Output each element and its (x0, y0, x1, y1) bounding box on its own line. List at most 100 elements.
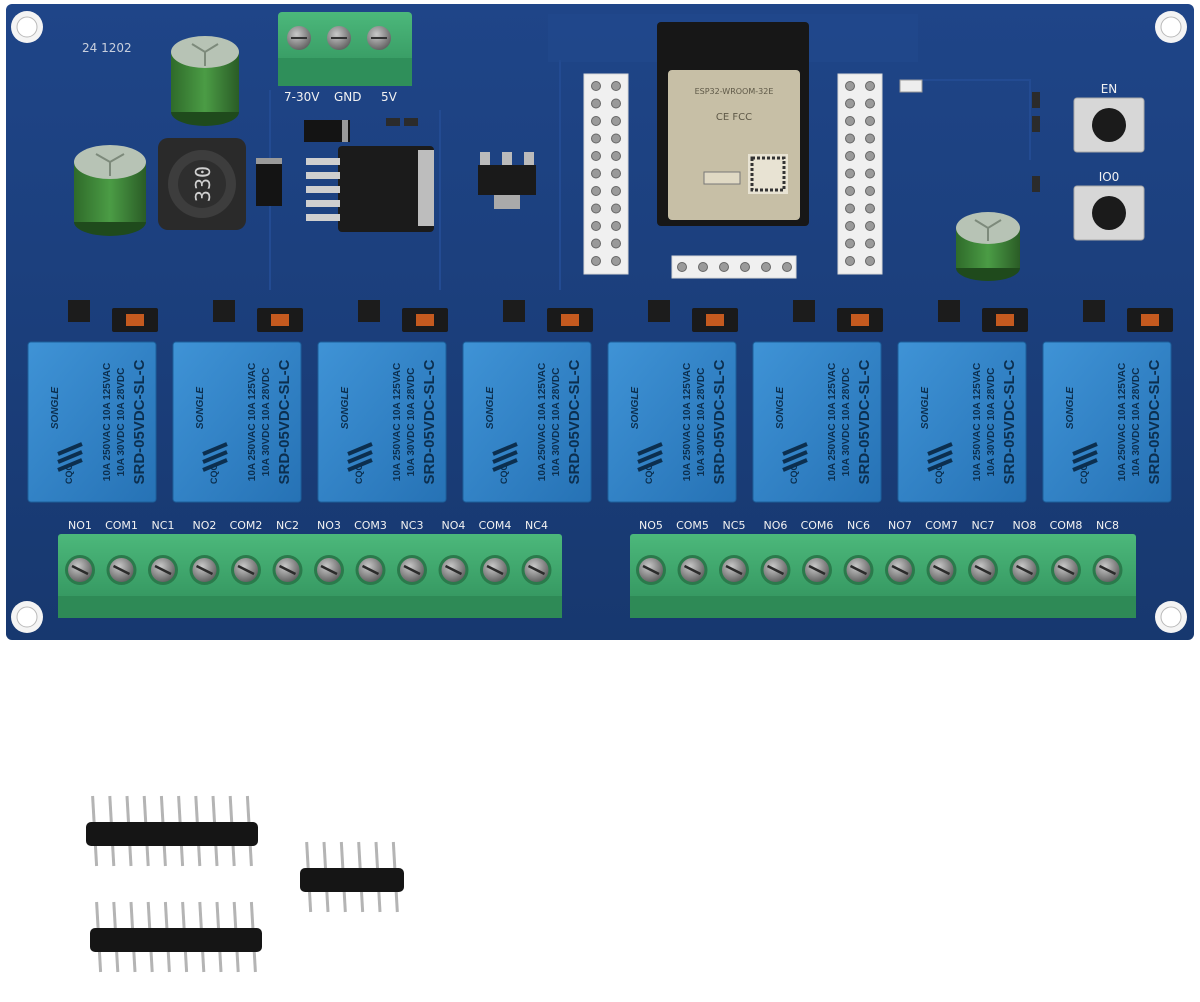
terminal-label: NC1 (152, 519, 175, 532)
header-pin-hole (611, 186, 621, 196)
header-pin-hole (611, 151, 621, 161)
header-pin-hole (611, 238, 621, 249)
relay-cert: CQC (64, 464, 74, 485)
header-pin-hole (591, 81, 601, 91)
header-left-row (583, 73, 629, 275)
header-plastic (86, 822, 258, 846)
loose-pin-headers (86, 795, 404, 973)
relay-logo (927, 442, 953, 472)
relay-logo (202, 442, 228, 472)
header-pin-hole (865, 238, 875, 249)
inductor (158, 138, 246, 230)
header-pin-hole (865, 203, 875, 214)
relay-logo (1072, 442, 1098, 472)
header-pin-hole (761, 262, 771, 272)
terminal-label: NO6 (764, 519, 788, 532)
relay-brand: SONGLE (195, 387, 206, 430)
voltage-regulator-u1 (306, 146, 434, 232)
relay-brand: SONGLE (340, 387, 351, 430)
terminal-label: COM3 (354, 519, 387, 532)
relay-cert: CQC (499, 464, 509, 485)
header-pin-hole (591, 186, 601, 196)
terminal-label: COM6 (801, 519, 834, 532)
relay-cert: CQC (789, 464, 799, 485)
relay-rating: 10A 250VAC 10A 125VAC (1117, 363, 1128, 481)
capacitor-right (956, 212, 1020, 281)
header-bottom-row (671, 255, 797, 279)
relay-logo (57, 442, 83, 472)
transistor (648, 300, 670, 322)
diode-band (561, 314, 579, 326)
power-label-5v: 5V (381, 90, 398, 104)
terminal-label: NO8 (1013, 519, 1037, 532)
header-pin-hole (611, 221, 621, 231)
relay-rating: 10A 30VDC 10A 28VDC (406, 368, 417, 477)
terminal-label: COM4 (479, 519, 512, 532)
terminal-label: COM2 (230, 519, 263, 532)
header-pin-hole (865, 151, 875, 161)
header-pin-hole (591, 256, 601, 266)
mounting-hole-top-left (11, 11, 43, 43)
diode-band (1141, 314, 1159, 326)
diode-band (126, 314, 144, 326)
relay-brand: SONGLE (1065, 387, 1076, 430)
capacitor-c4 (171, 36, 239, 126)
header-pin-hole (865, 81, 875, 91)
header-pin-hole (865, 221, 875, 231)
header-pin-hole (845, 116, 855, 126)
header-pin-hole (782, 262, 792, 272)
header-pin-hole (865, 98, 875, 109)
relay-brand: SONGLE (485, 387, 496, 430)
diode-d6 (256, 158, 282, 206)
relay-logo (492, 442, 518, 472)
io0-button-label: IO0 (1099, 170, 1120, 184)
esp32-module-cert: CE FCC (716, 112, 752, 123)
transistor (938, 300, 960, 322)
terminal-label: NO7 (888, 519, 912, 532)
relay-model: SRD-05VDC-SL-C (856, 359, 873, 484)
header-pin-hole (611, 168, 621, 179)
relay-logo (637, 442, 663, 472)
relay-rating: 10A 250VAC 10A 125VAC (537, 363, 548, 481)
header-plastic (90, 928, 262, 952)
header-pin-hole (845, 98, 855, 109)
relay-rating: 10A 250VAC 10A 125VAC (827, 363, 838, 481)
header-pin-hole (611, 98, 621, 109)
diode-band (706, 314, 724, 326)
relay-brand: SONGLE (920, 387, 931, 430)
header-pin-hole (611, 133, 621, 144)
relay-model: SRD-05VDC-SL-C (131, 359, 148, 484)
terminal-label: NO2 (193, 519, 217, 532)
regulator-small (478, 152, 536, 209)
relay-cert: CQC (934, 464, 944, 485)
relay-cert: CQC (644, 464, 654, 485)
relay-model: SRD-05VDC-SL-C (711, 359, 728, 484)
header-pin-hole (611, 203, 621, 214)
relay-rating: 10A 250VAC 10A 125VAC (972, 363, 983, 481)
diode-d5 (304, 120, 350, 142)
power-terminal-block (278, 12, 412, 86)
header-pin-hole (740, 262, 750, 272)
terminal-label: NO4 (442, 519, 466, 532)
relay-rating: 10A 30VDC 10A 28VDC (116, 368, 127, 477)
relay-brand: SONGLE (630, 387, 641, 430)
header-pin-hole (845, 256, 855, 266)
terminal-label: NC3 (401, 519, 424, 532)
header-pin-hole (611, 256, 621, 266)
diode-band (271, 314, 289, 326)
relay-cert: CQC (209, 464, 219, 485)
relay-rating: 10A 250VAC 10A 125VAC (392, 363, 403, 481)
relay-logo (347, 442, 373, 472)
io0-button[interactable] (1073, 185, 1145, 241)
en-button[interactable] (1073, 97, 1145, 153)
header-pin-hole (591, 116, 601, 126)
mounting-hole-top-right (1155, 11, 1187, 43)
relay-rating: 10A 250VAC 10A 125VAC (102, 363, 113, 481)
relay-cert: CQC (354, 464, 364, 485)
transistor (213, 300, 235, 322)
mounting-hole-bottom-right (1155, 601, 1187, 633)
